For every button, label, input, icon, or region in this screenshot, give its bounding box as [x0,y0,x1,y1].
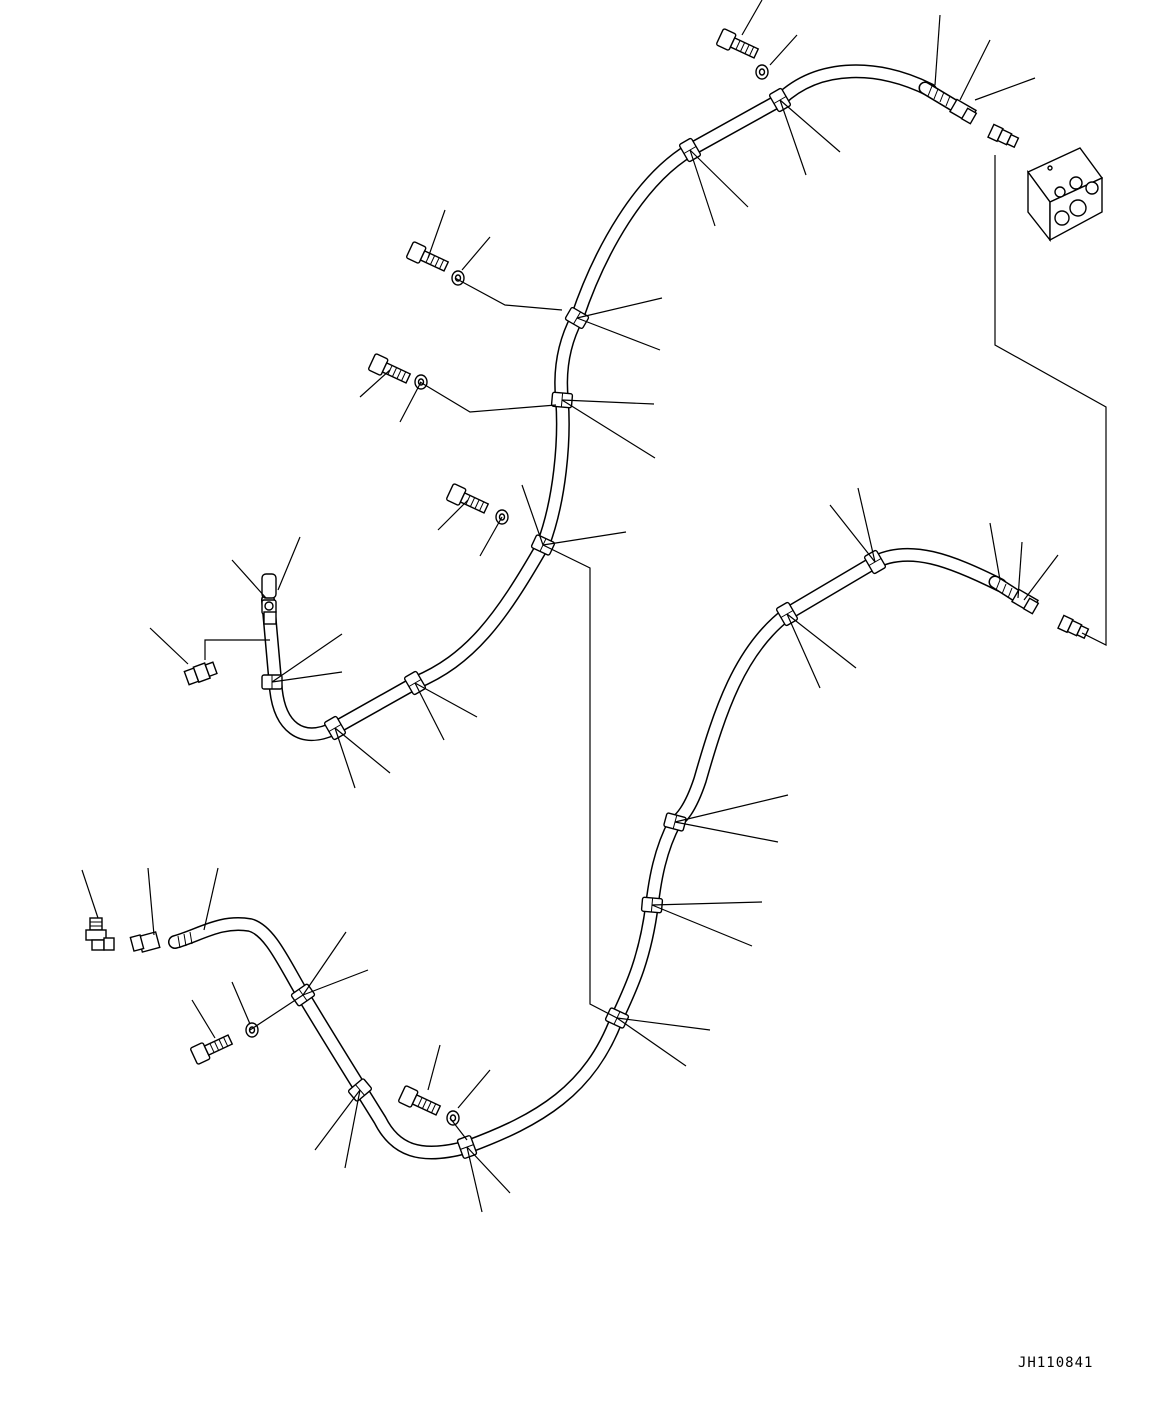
hose-end-upper-right [918,81,978,125]
callout-leader [302,931,347,996]
bolt [716,28,760,59]
callout-leader [414,682,478,718]
callout-leader [651,904,753,947]
bolt [406,241,450,272]
callout-leader [399,381,422,423]
callout-leader [779,99,807,176]
callout-leader [542,531,627,546]
clamps [261,87,887,1159]
callout-leader [231,559,267,599]
callout-leader [521,484,544,546]
callout-leader [203,867,219,931]
callout-leader [989,522,1001,581]
callout-leader [651,901,763,906]
callout-leader [779,99,841,153]
callout-leader [466,1146,483,1213]
callout-leader [334,727,391,774]
adapter-top-right [987,123,1020,149]
callout-leader [302,969,369,996]
callout-leader [334,727,356,789]
bolts [190,28,760,1116]
bolt [190,1034,234,1065]
callout-leader [314,1089,361,1151]
callout-leader [674,821,779,843]
callout-leader [786,613,821,689]
callout-leader [359,369,391,398]
drawing-id: JH110841 [1018,1355,1094,1371]
callout-leader [147,867,155,936]
callout-leader [1017,541,1023,599]
callout-leader [616,1017,687,1067]
callout-leader [427,209,446,259]
callout-leader [427,1044,441,1091]
washer [755,64,769,80]
callout-leader [466,1146,511,1194]
callout-leader [271,633,343,683]
hose-end-lower-left [129,931,193,953]
callout-leader [479,516,503,557]
adapter-middle-right [1057,614,1090,640]
callout-leader [959,39,991,101]
callout-leader [576,317,661,351]
callout-leader [277,536,301,591]
pipe-line-a [261,64,937,742]
callout-leader [414,682,445,741]
washer [446,1110,460,1126]
pipe-line-b [168,547,1007,1160]
washer [451,270,465,286]
callout-leader [974,77,1036,101]
callout-leaders [81,0,1059,1213]
connection-lines [204,155,1107,1141]
bolt [398,1085,442,1116]
callout-leader [271,671,343,683]
callout-leader [457,1069,491,1109]
callout-leader [344,1089,361,1169]
callout-leader [829,504,876,563]
callout-leader [461,236,491,271]
callout-leader [741,0,763,36]
callout-leader [561,399,656,459]
callout-leader [769,34,798,66]
callout-leader [786,613,857,669]
callout-leader [437,499,469,531]
callout-leader [561,399,655,405]
callout-leader [231,981,251,1025]
bolt [368,353,412,384]
callout-leader [934,14,941,86]
callout-leader [689,149,749,208]
callout-leader [689,149,716,227]
callout-leader [149,627,189,665]
callout-leader [674,794,789,823]
callout-leader [616,1017,711,1031]
callout-leader [191,999,216,1039]
washer [245,1022,259,1038]
callout-leader [576,297,663,319]
elbow-fitting [85,917,115,951]
bolt [446,483,490,514]
callout-leader [1023,554,1059,601]
hose-end-middle-right [988,575,1040,615]
callout-leader [81,869,99,919]
valve-block [1026,147,1104,243]
hose-end-upper-left [261,573,277,625]
adapter-left [183,661,218,686]
callout-leader [857,487,876,563]
